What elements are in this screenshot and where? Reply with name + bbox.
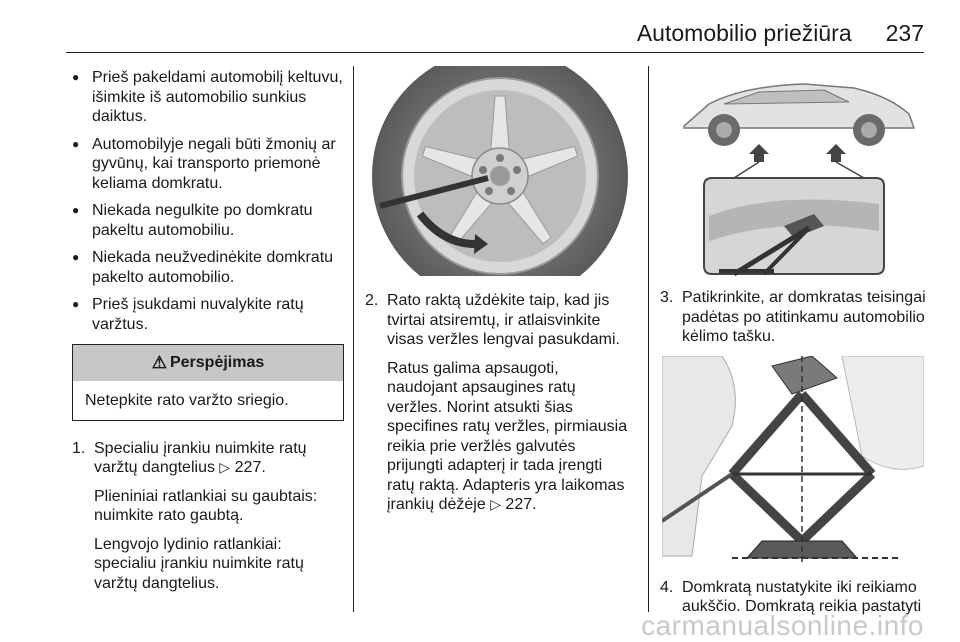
column-divider-2: [648, 66, 649, 612]
page-reference: 227.: [505, 496, 537, 513]
column-3: 3. Patikrinkite, ar domkratas teisingai …: [660, 66, 926, 626]
header-title: Automobilio priežiūra: [636, 20, 852, 46]
warning-title: Perspėjimas: [169, 354, 265, 372]
step-text: Specialiu įrankiu nuimkite ratų varžtų d…: [94, 439, 307, 477]
bullet-item: Automobilyje negali būti žmonių ar gyvūn…: [72, 135, 344, 194]
jack-positioning-illustration: [662, 355, 924, 566]
warning-header: ⚠Perspėjimas: [73, 345, 343, 381]
step-text: Domkratą nustatykite iki reikiamo aukšči…: [682, 578, 922, 616]
step-sub-paragraph: Plieniniai ratlankiai su gaubtais: nuimk…: [94, 487, 318, 525]
step-4: 4. Domkratą nustatykite iki reikiamo auk…: [660, 578, 926, 617]
step-2: 2. Rato raktą uždėkite taip, kad jis tvi…: [365, 291, 633, 515]
cross-reference-arrow-icon: ▷: [219, 459, 231, 475]
watermark: carmanualsonline.info: [641, 610, 924, 641]
column-divider-1: [353, 66, 354, 612]
step-number: 2.: [365, 292, 379, 309]
step-number: 3.: [660, 289, 674, 306]
step-1: 1. Specialiu įrankiu nuimkite ratų varžt…: [72, 439, 344, 594]
step-text: Patikrinkite, ar domkratas teisingai pad…: [682, 289, 926, 345]
step-sub-paragraph: Ratus galima apsaugoti, naudojant apsaug…: [387, 359, 628, 514]
step-3: 3. Patikrinkite, ar domkratas teisingai …: [660, 288, 926, 347]
step-number: 1.: [72, 439, 86, 457]
warning-box: ⚠Perspėjimas Netepkite rato varžto srieg…: [72, 344, 344, 421]
page-header: Automobilio priežiūra 237: [637, 20, 924, 47]
column-2: 2. Rato raktą uždėkite taip, kad jis tvi…: [365, 66, 633, 524]
safety-bullet-list: Prieš pakeldami automobilį keltuvu, išim…: [72, 68, 344, 334]
step-text: Rato raktą uždėkite taip, kad jis tvirta…: [387, 292, 620, 348]
step-number: 4.: [660, 578, 674, 596]
page-reference: 227.: [234, 459, 266, 476]
bullet-item: Prieš įsukdami nuvalykite ratų varžtus.: [72, 295, 344, 334]
warning-triangle-icon: ⚠: [151, 353, 167, 373]
column-1: Prieš pakeldami automobilį keltuvu, išim…: [72, 68, 344, 602]
cross-reference-arrow-icon: ▷: [490, 496, 501, 512]
wheel-wrench-illustration: [370, 66, 630, 276]
bullet-item: Prieš pakeldami automobilį keltuvu, išim…: [72, 68, 344, 127]
page-number: 237: [885, 20, 924, 46]
bullet-item: Niekada neužvedinėkite domkratu pakelto …: [72, 248, 344, 287]
car-lifting-points-illustration: [664, 66, 924, 276]
warning-body: Netepkite rato varžto sriegio.: [85, 392, 289, 409]
step-sub-paragraph: Lengvojo lydinio ratlankiai: specialiu į…: [94, 535, 304, 592]
header-rule: [66, 52, 924, 53]
bullet-item: Niekada negulkite po domkratu pakeltu au…: [72, 201, 344, 240]
